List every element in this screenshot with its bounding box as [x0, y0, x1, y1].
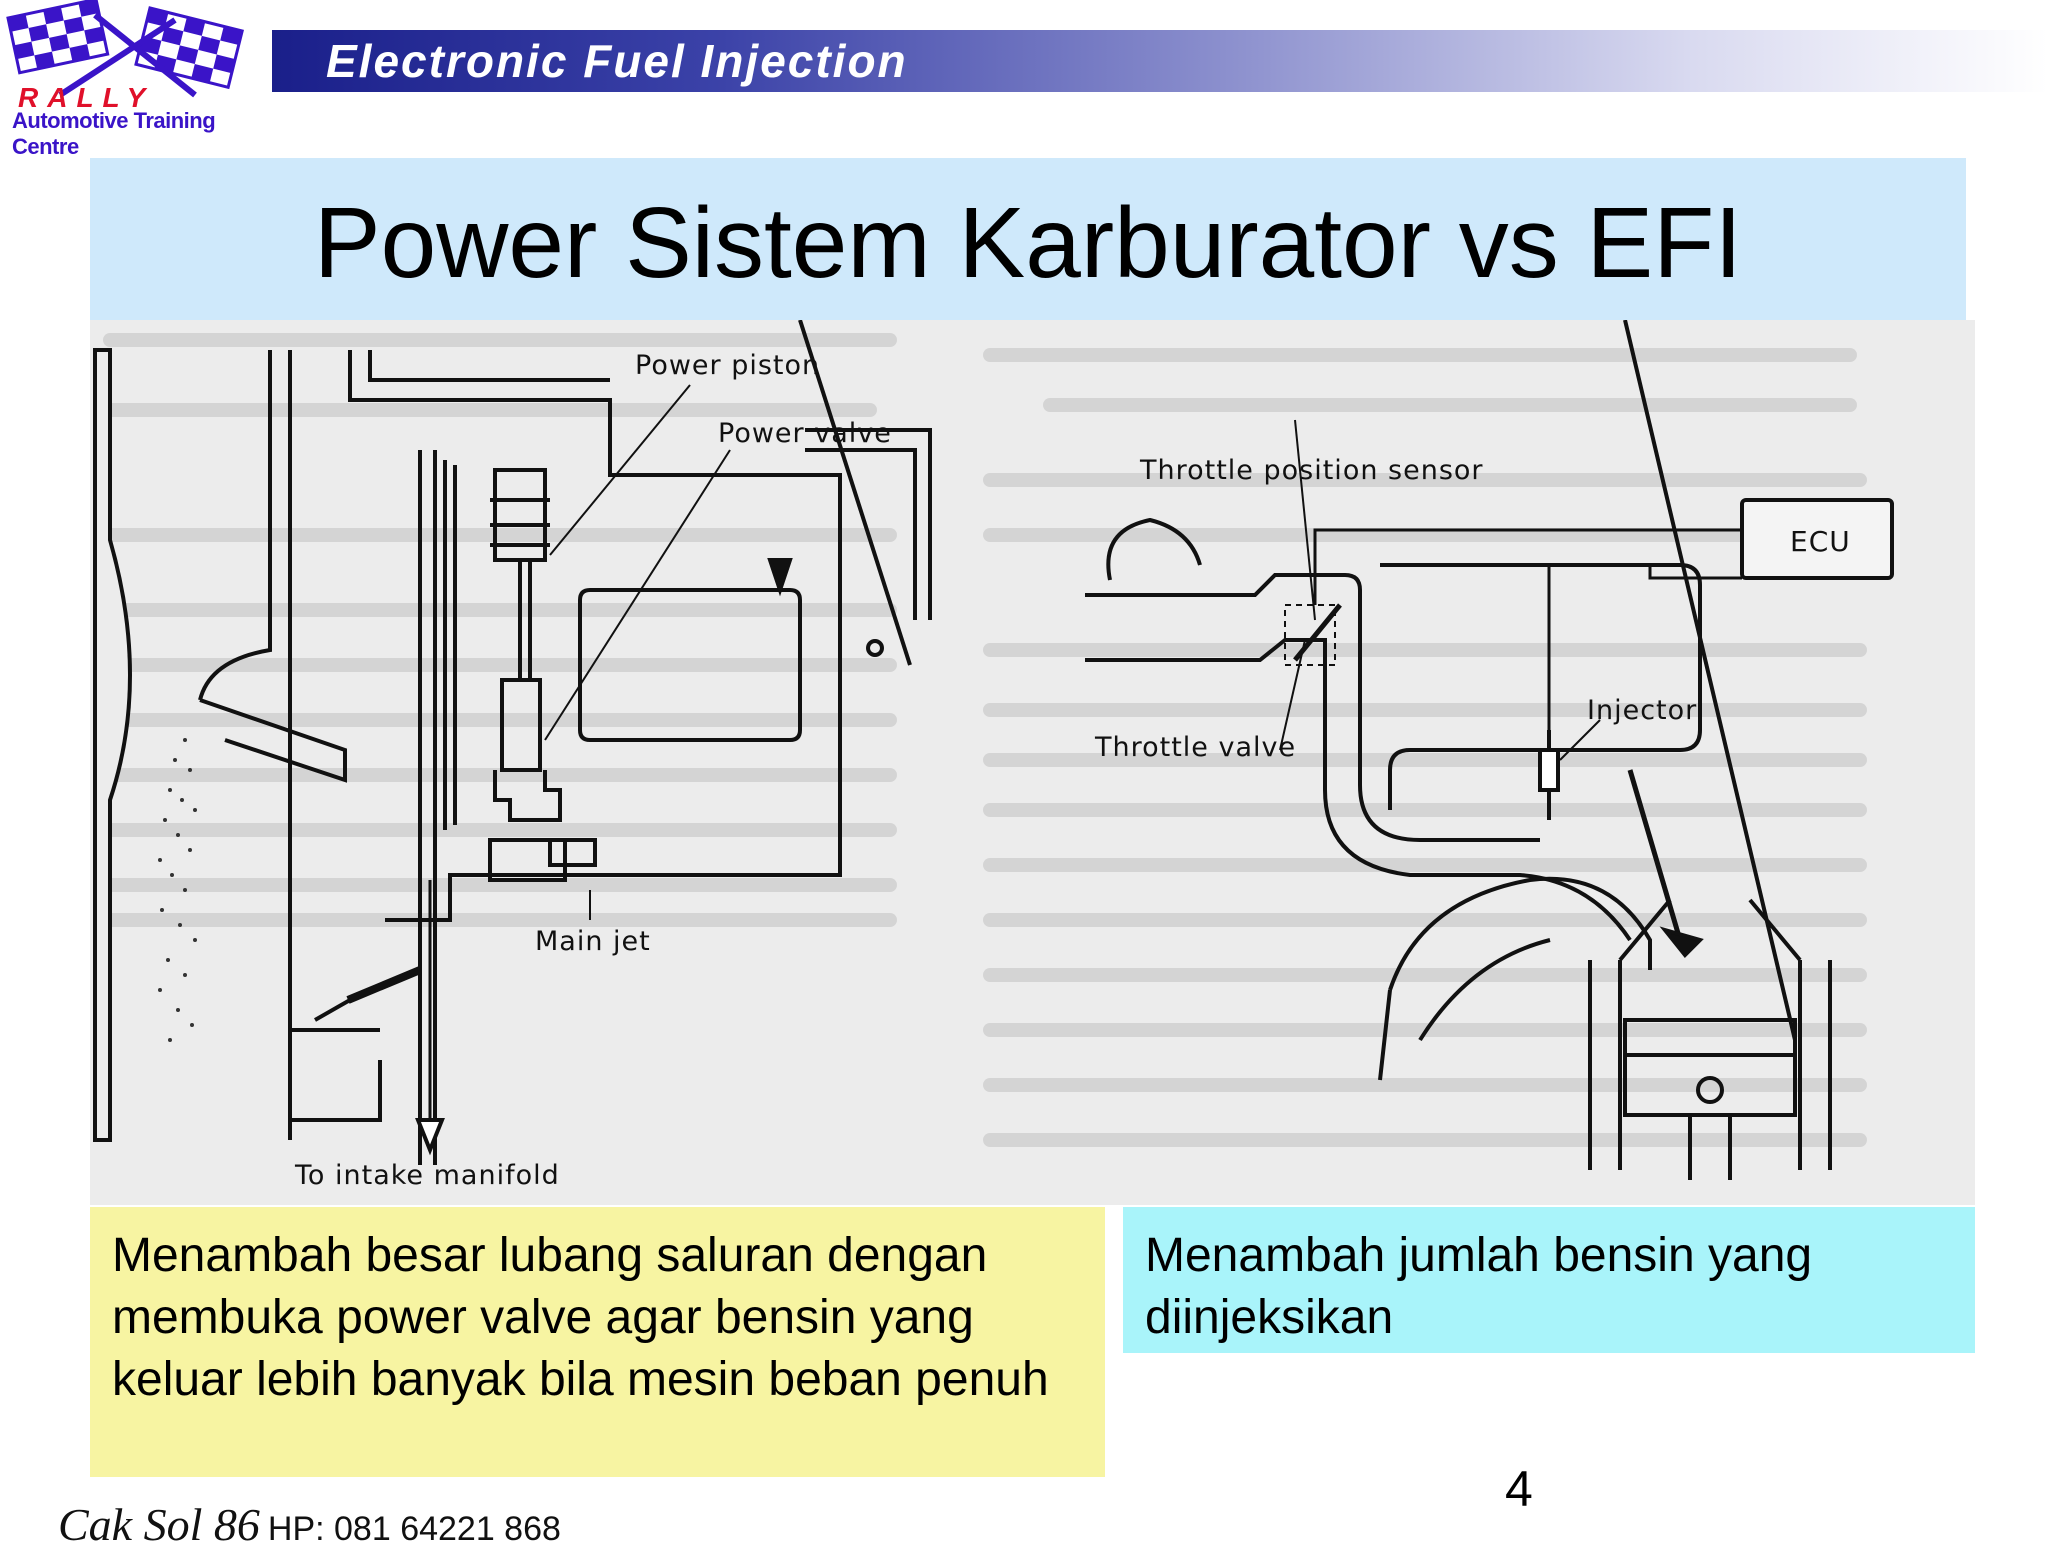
header-bar — [272, 30, 2048, 92]
footer-signature: Cak Sol 86 — [58, 1499, 260, 1550]
label-main-jet: Main jet — [535, 926, 651, 957]
label-intake-manifold: To intake manifold — [295, 1160, 560, 1191]
footer-phone: HP: 081 64221 868 — [267, 1510, 561, 1548]
slide-title: Power Sistem Karburator vs EFI — [313, 187, 1743, 299]
logo-brand: RALLY — [18, 82, 155, 113]
logo-subtitle: Automotive Training Centre — [12, 108, 216, 159]
diagram-drawing — [93, 320, 1894, 1180]
checkered-flags-icon — [6, 0, 244, 98]
header-title: Electronic Fuel Injection — [326, 35, 908, 87]
label-injector: Injector — [1587, 695, 1698, 726]
label-ecu: ECU — [1790, 525, 1851, 558]
caption-efi: Menambah jumlah bensin yang diinjeksikan — [1123, 1207, 1975, 1353]
label-throttle-position-sensor: Throttle position sensor — [1140, 455, 1484, 486]
label-throttle-valve: Throttle valve — [1095, 732, 1297, 763]
label-power-piston: Power piston — [635, 350, 821, 381]
page-number: 4 — [1505, 1461, 1533, 1517]
rally-logo: RALLY Automotive Training Centre — [0, 0, 265, 159]
title-background — [90, 158, 1966, 320]
diagram-image: Power piston Power valve Main jet To int… — [90, 320, 1975, 1205]
caption-carburetor: Menambah besar lubang saluran dengan mem… — [90, 1207, 1105, 1477]
label-power-valve: Power valve — [718, 418, 892, 449]
